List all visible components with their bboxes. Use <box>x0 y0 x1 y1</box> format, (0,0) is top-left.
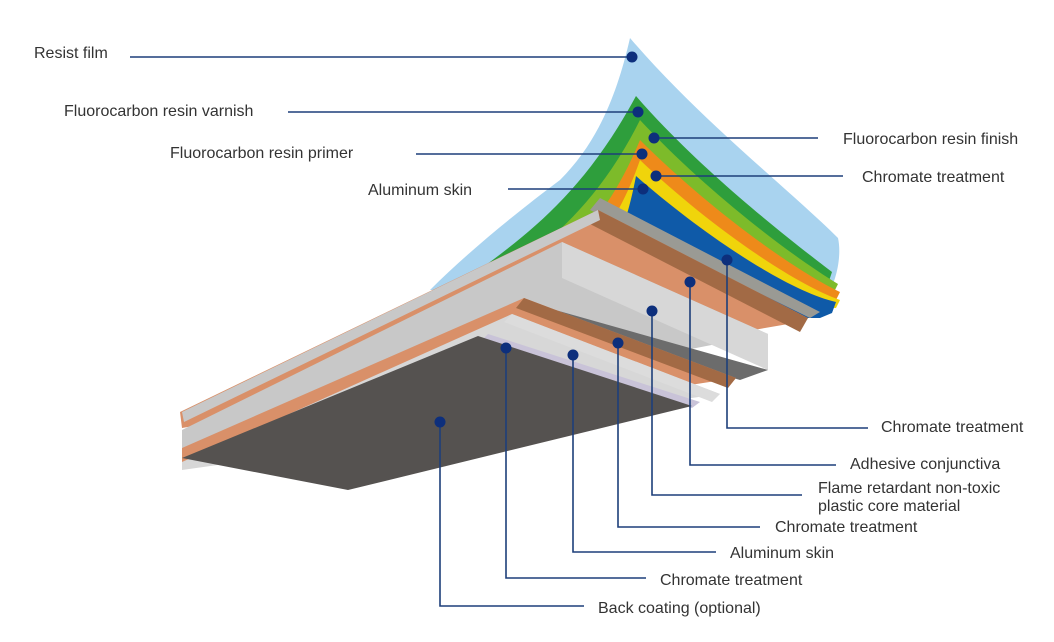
dot-back-coating <box>434 416 446 428</box>
dot-aluminum-skin-bottom <box>567 349 579 361</box>
label-chromate-lower: Chromate treatment <box>775 519 918 536</box>
label-core-line2: plastic core material <box>818 498 961 515</box>
dot-chromate-bottom <box>500 342 512 354</box>
label-resist-film: Resist film <box>34 45 108 62</box>
label-aluminum-skin-bottom: Aluminum skin <box>730 545 835 562</box>
label-chromate-top: Chromate treatment <box>862 169 1005 186</box>
label-fluorocarbon-varnish: Fluorocarbon resin varnish <box>64 103 254 120</box>
label-chromate-bottom: Chromate treatment <box>660 572 803 589</box>
lower-adhesive-face <box>516 298 736 388</box>
leader-aluminum-skin-bottom <box>572 355 716 553</box>
dot-chromate-top <box>650 170 662 182</box>
leader-back-coating <box>439 422 584 607</box>
back-coating-layer <box>182 336 692 490</box>
dot-fluorocarbon-varnish <box>632 106 644 118</box>
leader-chromate-bottom <box>505 348 646 579</box>
lower-aluminum-face <box>504 314 720 402</box>
dot-chromate-lower <box>612 337 624 349</box>
dot-aluminum-skin-top <box>637 183 649 195</box>
label-fluorocarbon-finish: Fluorocarbon resin finish <box>843 131 1019 148</box>
leader-core <box>651 311 802 496</box>
leader-chromate-upper <box>726 260 868 429</box>
dot-core <box>646 305 658 317</box>
dot-chromate-upper <box>721 254 733 266</box>
label-aluminum-skin-top: Aluminum skin <box>368 182 473 199</box>
dot-fluorocarbon-finish <box>648 132 660 144</box>
label-core-line1: Flame retardant non-toxic <box>818 480 1001 497</box>
upper-adhesive-face <box>590 210 808 332</box>
dot-adhesive <box>684 276 696 288</box>
pointer-dots <box>434 51 733 428</box>
leader-adhesive <box>689 282 836 466</box>
chromate-gray-layer <box>590 198 820 318</box>
core-front <box>562 242 768 370</box>
panel-stack <box>180 210 808 490</box>
dot-fluorocarbon-primer <box>636 148 648 160</box>
dot-resist-film <box>626 51 638 63</box>
lower-chromate-face <box>480 334 700 408</box>
leader-lines <box>130 56 868 607</box>
upper-light-strip <box>182 210 600 422</box>
label-back-coating: Back coating (optional) <box>598 600 761 617</box>
label-adhesive: Adhesive conjunctiva <box>850 456 1001 473</box>
label-fluorocarbon-primer: Fluorocarbon resin primer <box>170 145 354 162</box>
label-chromate-upper: Chromate treatment <box>881 419 1024 436</box>
leader-chromate-lower <box>617 343 760 528</box>
label-core: Flame retardant non-toxic plastic core m… <box>818 480 1048 516</box>
